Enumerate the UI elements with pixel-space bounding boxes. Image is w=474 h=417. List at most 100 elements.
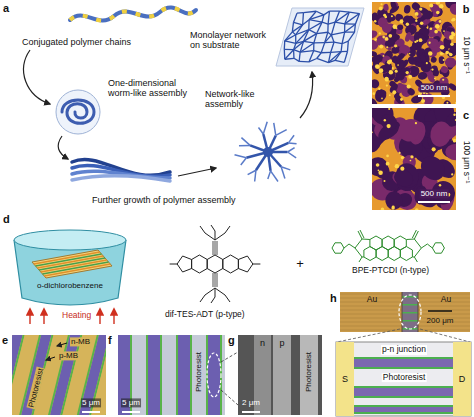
stripe-set	[12, 335, 106, 415]
device-schematic	[336, 342, 471, 416]
afm-highlight	[398, 152, 400, 154]
afm-domain	[391, 166, 416, 190]
drain-electrode	[453, 342, 471, 416]
substrate	[276, 8, 364, 66]
afm-highlight	[383, 14, 386, 17]
scale-bar	[418, 95, 450, 97]
afm-highlight	[439, 184, 441, 186]
aromatic-ring	[400, 247, 412, 261]
afm-highlight	[445, 51, 449, 55]
n-edge	[354, 386, 453, 388]
afm-highlight	[426, 92, 428, 94]
afm-highlight	[389, 94, 391, 96]
afm-highlight	[410, 155, 413, 158]
network-strand	[331, 22, 335, 35]
network-strand	[284, 41, 286, 49]
afm-highlight	[407, 84, 411, 88]
network-strand	[314, 42, 325, 44]
micrograph-f	[118, 335, 225, 415]
network-branch	[274, 123, 276, 136]
beaker-rim	[14, 230, 126, 250]
network-strand	[317, 58, 329, 62]
network-strand	[300, 43, 314, 52]
zoom-line	[221, 390, 238, 405]
junction-band	[402, 320, 418, 322]
afm-highlight	[388, 34, 392, 38]
network-strand	[322, 22, 328, 24]
n-edge	[354, 405, 453, 407]
network-strand	[317, 32, 328, 33]
network-strand	[325, 35, 332, 43]
thiophene-ring	[177, 256, 192, 272]
junction-band	[402, 312, 418, 314]
afm-highlight	[410, 160, 412, 162]
speed-label: 10 μm s⁻¹	[461, 36, 471, 74]
afm-highlight	[429, 3, 433, 7]
afm-domain	[397, 24, 404, 30]
afm-highlight	[450, 42, 454, 46]
panel-letter: e	[2, 334, 8, 347]
scale-bar	[82, 411, 100, 413]
afm-highlight	[392, 90, 396, 94]
flow-arrow	[58, 136, 68, 159]
panel-a	[24, 7, 364, 181]
network-strand	[321, 52, 330, 54]
afm-domain	[388, 82, 400, 94]
afm-highlight	[401, 156, 404, 159]
afm-highlight	[409, 53, 411, 55]
afm-highlight	[378, 171, 382, 175]
stripe	[162, 335, 176, 415]
network-strand	[314, 34, 317, 43]
afm-domain	[373, 87, 388, 102]
network-branch	[263, 122, 267, 134]
network-strand	[297, 12, 303, 14]
zoom-marker	[399, 295, 421, 329]
network-strand	[348, 32, 354, 41]
afm-highlight	[391, 206, 394, 209]
network-strand	[303, 11, 316, 12]
afm-highlight	[455, 102, 456, 104]
afm-domain	[430, 56, 438, 64]
network-strand	[293, 50, 295, 59]
network-strand	[299, 52, 300, 61]
triple-bond	[217, 273, 218, 287]
network-strand	[285, 41, 296, 44]
zoom-line	[221, 352, 238, 362]
network-strand	[340, 44, 342, 52]
layer-label: Photoresist	[382, 373, 427, 383]
network-strand	[294, 58, 299, 61]
aromatic-ring	[388, 247, 400, 261]
afm-domain	[416, 32, 428, 45]
afm-highlight	[414, 41, 416, 43]
network-strand	[342, 32, 345, 44]
afm-domain	[416, 151, 449, 185]
network-branch	[281, 167, 285, 179]
imide-group	[355, 239, 370, 257]
afm-highlight	[374, 20, 377, 23]
electrode-label: Au	[367, 295, 377, 305]
afm-highlight	[426, 62, 428, 64]
afm-domain	[385, 11, 397, 22]
bpe-ptcdi-structure	[332, 230, 444, 262]
stage-label: Network-like assembly	[205, 89, 285, 110]
network-strand	[317, 53, 321, 59]
junction-ribbon	[354, 386, 453, 398]
afm-highlight	[408, 75, 412, 79]
network-branch	[288, 142, 296, 144]
afm-highlight	[386, 84, 388, 86]
afm-highlight	[392, 67, 394, 69]
channel-ground	[336, 342, 471, 416]
material-label: n-MB	[70, 337, 91, 346]
afm-domain	[372, 78, 380, 89]
network-strand	[334, 42, 342, 44]
afm-highlight	[434, 30, 438, 34]
flow-arrow	[99, 309, 100, 324]
stripe	[101, 335, 106, 415]
gold-electrode	[340, 292, 470, 332]
stage-label: One-dimensional worm-like assembly	[108, 78, 200, 99]
afm-domain	[418, 53, 428, 63]
afm-highlight	[388, 108, 390, 110]
afm-highlight	[419, 38, 423, 42]
